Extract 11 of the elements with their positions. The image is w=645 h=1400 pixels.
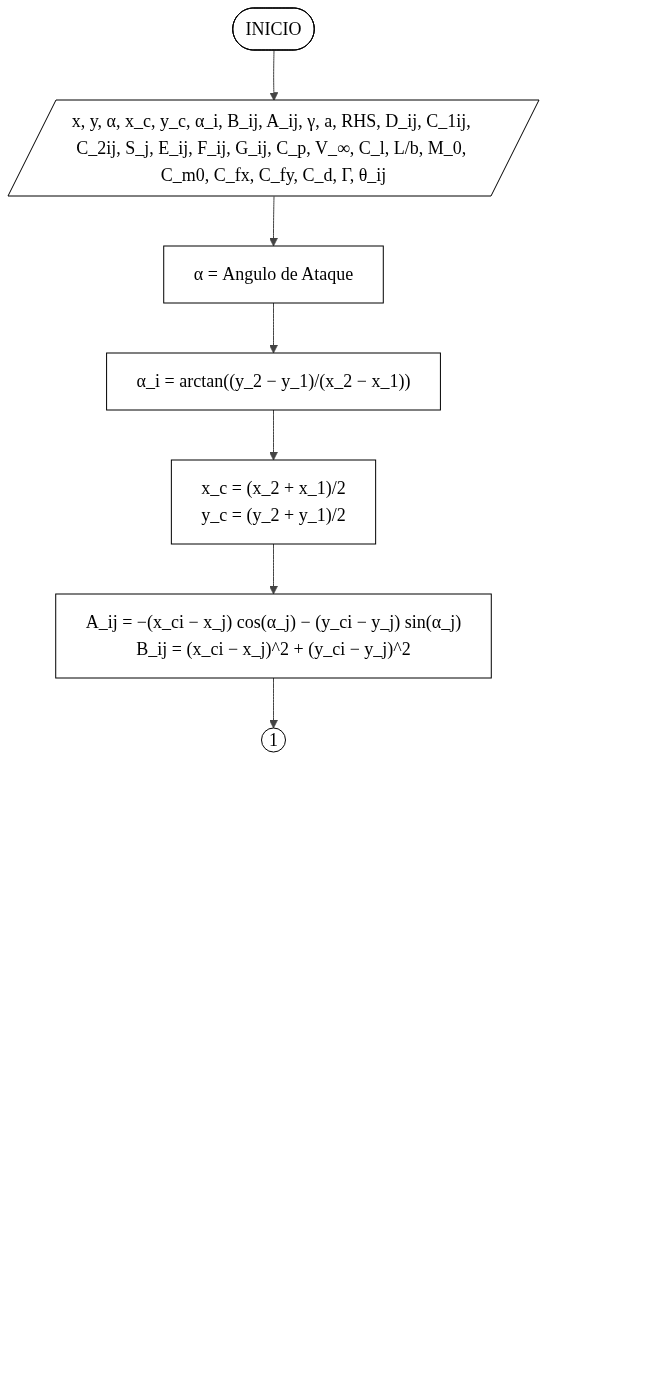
- node-box: x_c = (x_2 + x_1)/2 y_c = (y_2 + y_1)/2: [170, 459, 377, 545]
- node-circle: 1: [261, 727, 286, 753]
- arrow: [269, 302, 278, 354]
- node-box: α_i = arctan((y_2 − y_1)/(x_2 − x_1)): [106, 352, 441, 411]
- arrow: [269, 677, 278, 729]
- arrow: [269, 50, 279, 101]
- node-box: α = Angulo de Ataque: [163, 245, 384, 304]
- arrow: [269, 543, 278, 595]
- arrow: [269, 409, 278, 461]
- arrow: [269, 196, 278, 247]
- node-box: A_ij = −(x_ci − x_j) cos(α_j) − (y_ci − y_j) sin(α_j) B_ij = (x_ci − x_j)^2 + (y_ci − y_j)^2: [55, 593, 492, 679]
